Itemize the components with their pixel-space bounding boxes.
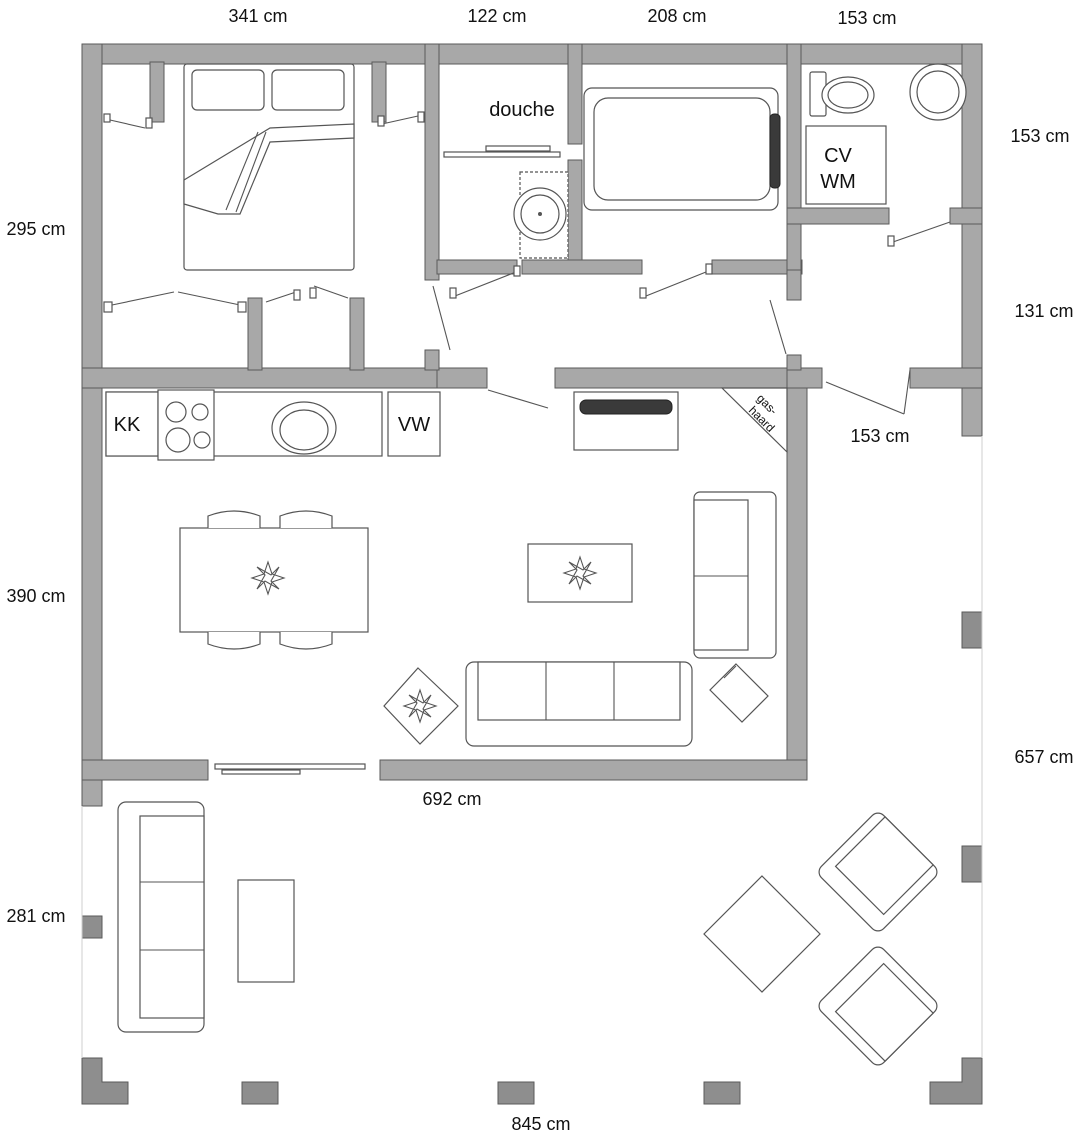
dim-top-4: 153 cm xyxy=(837,8,896,28)
side-table xyxy=(383,667,459,745)
terrace-square-table xyxy=(703,875,821,993)
kitchen-counter xyxy=(105,389,441,461)
dim-right-hall: 131 cm xyxy=(1014,301,1073,321)
terrace-posts xyxy=(81,611,983,1105)
dim-top-2: 122 cm xyxy=(467,6,526,26)
dim-right-bath: 153 cm xyxy=(1010,126,1069,146)
single-bed xyxy=(583,87,779,211)
dim-top-3: 208 cm xyxy=(647,6,706,26)
dim-left-living: 390 cm xyxy=(6,586,65,606)
toilet xyxy=(809,71,875,117)
sofa-two-seat xyxy=(693,491,777,659)
dim-left-bedroom: 295 cm xyxy=(6,219,65,239)
vw-label: VW xyxy=(398,414,430,436)
sofa-three-seat xyxy=(465,661,693,747)
tv-cabinet xyxy=(573,391,679,451)
fireplace xyxy=(720,387,788,454)
dim-top-1: 341 cm xyxy=(228,6,287,26)
coffee-table xyxy=(527,543,633,603)
dim-bottom-total: 845 cm xyxy=(511,1114,570,1134)
wm-label: WM xyxy=(820,171,856,193)
dim-left-terrace: 281 cm xyxy=(6,906,65,926)
dining-table xyxy=(179,510,369,650)
armchair-bottom xyxy=(818,946,938,1066)
terrace-outline xyxy=(81,436,983,1058)
double-bed xyxy=(183,63,355,271)
dim-hall-bottom: 153 cm xyxy=(850,426,909,446)
armchair-top xyxy=(818,812,938,932)
dimension-labels: 341 cm 122 cm 208 cm 153 cm 153 cm 131 c… xyxy=(6,6,1073,1134)
terrace-sofa xyxy=(117,801,205,1033)
kk-label: KK xyxy=(114,414,141,436)
shower-label: douche xyxy=(489,99,555,121)
cv-wm-unit xyxy=(805,125,887,205)
dim-right-total: 657 cm xyxy=(1014,747,1073,767)
terrace-table xyxy=(237,879,295,983)
shower-sink xyxy=(513,171,569,259)
walls xyxy=(81,43,983,807)
cv-label: CV xyxy=(824,145,852,167)
radiator-icon xyxy=(769,113,781,189)
bathroom-sink xyxy=(909,63,967,121)
small-table xyxy=(709,663,769,723)
dim-living-bottom: 692 cm xyxy=(422,789,481,809)
doors xyxy=(103,111,951,775)
